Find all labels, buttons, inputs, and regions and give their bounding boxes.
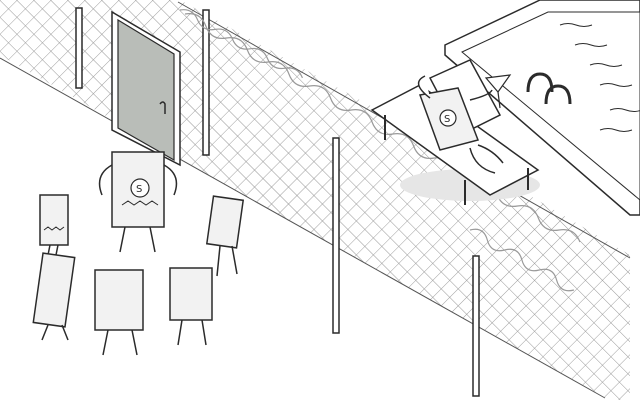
razor-wire (179, 9, 581, 292)
boss-document-character: S (98, 151, 178, 253)
worker-characters-group: S (32, 151, 245, 356)
door-handle-icon (159, 101, 166, 114)
svg-text:S: S (136, 184, 142, 195)
pool-ladder (526, 72, 572, 105)
dollar-sign-icon (130, 178, 150, 198)
dollar-sign-icon (439, 109, 457, 127)
worker-character-1 (39, 194, 69, 266)
worker-character-2 (205, 195, 245, 277)
door (111, 10, 181, 167)
relaxing-document-character: S (417, 74, 512, 174)
swimming-pool (444, 0, 640, 216)
svg-text:S: S (444, 114, 450, 125)
fence-posts (75, 7, 480, 397)
worker-character-3 (32, 252, 76, 341)
worker-character-4 (94, 269, 144, 356)
worker-character-5 (169, 267, 213, 346)
pool-water-ripples (559, 23, 640, 132)
cocktail-glass-icon (484, 74, 512, 109)
